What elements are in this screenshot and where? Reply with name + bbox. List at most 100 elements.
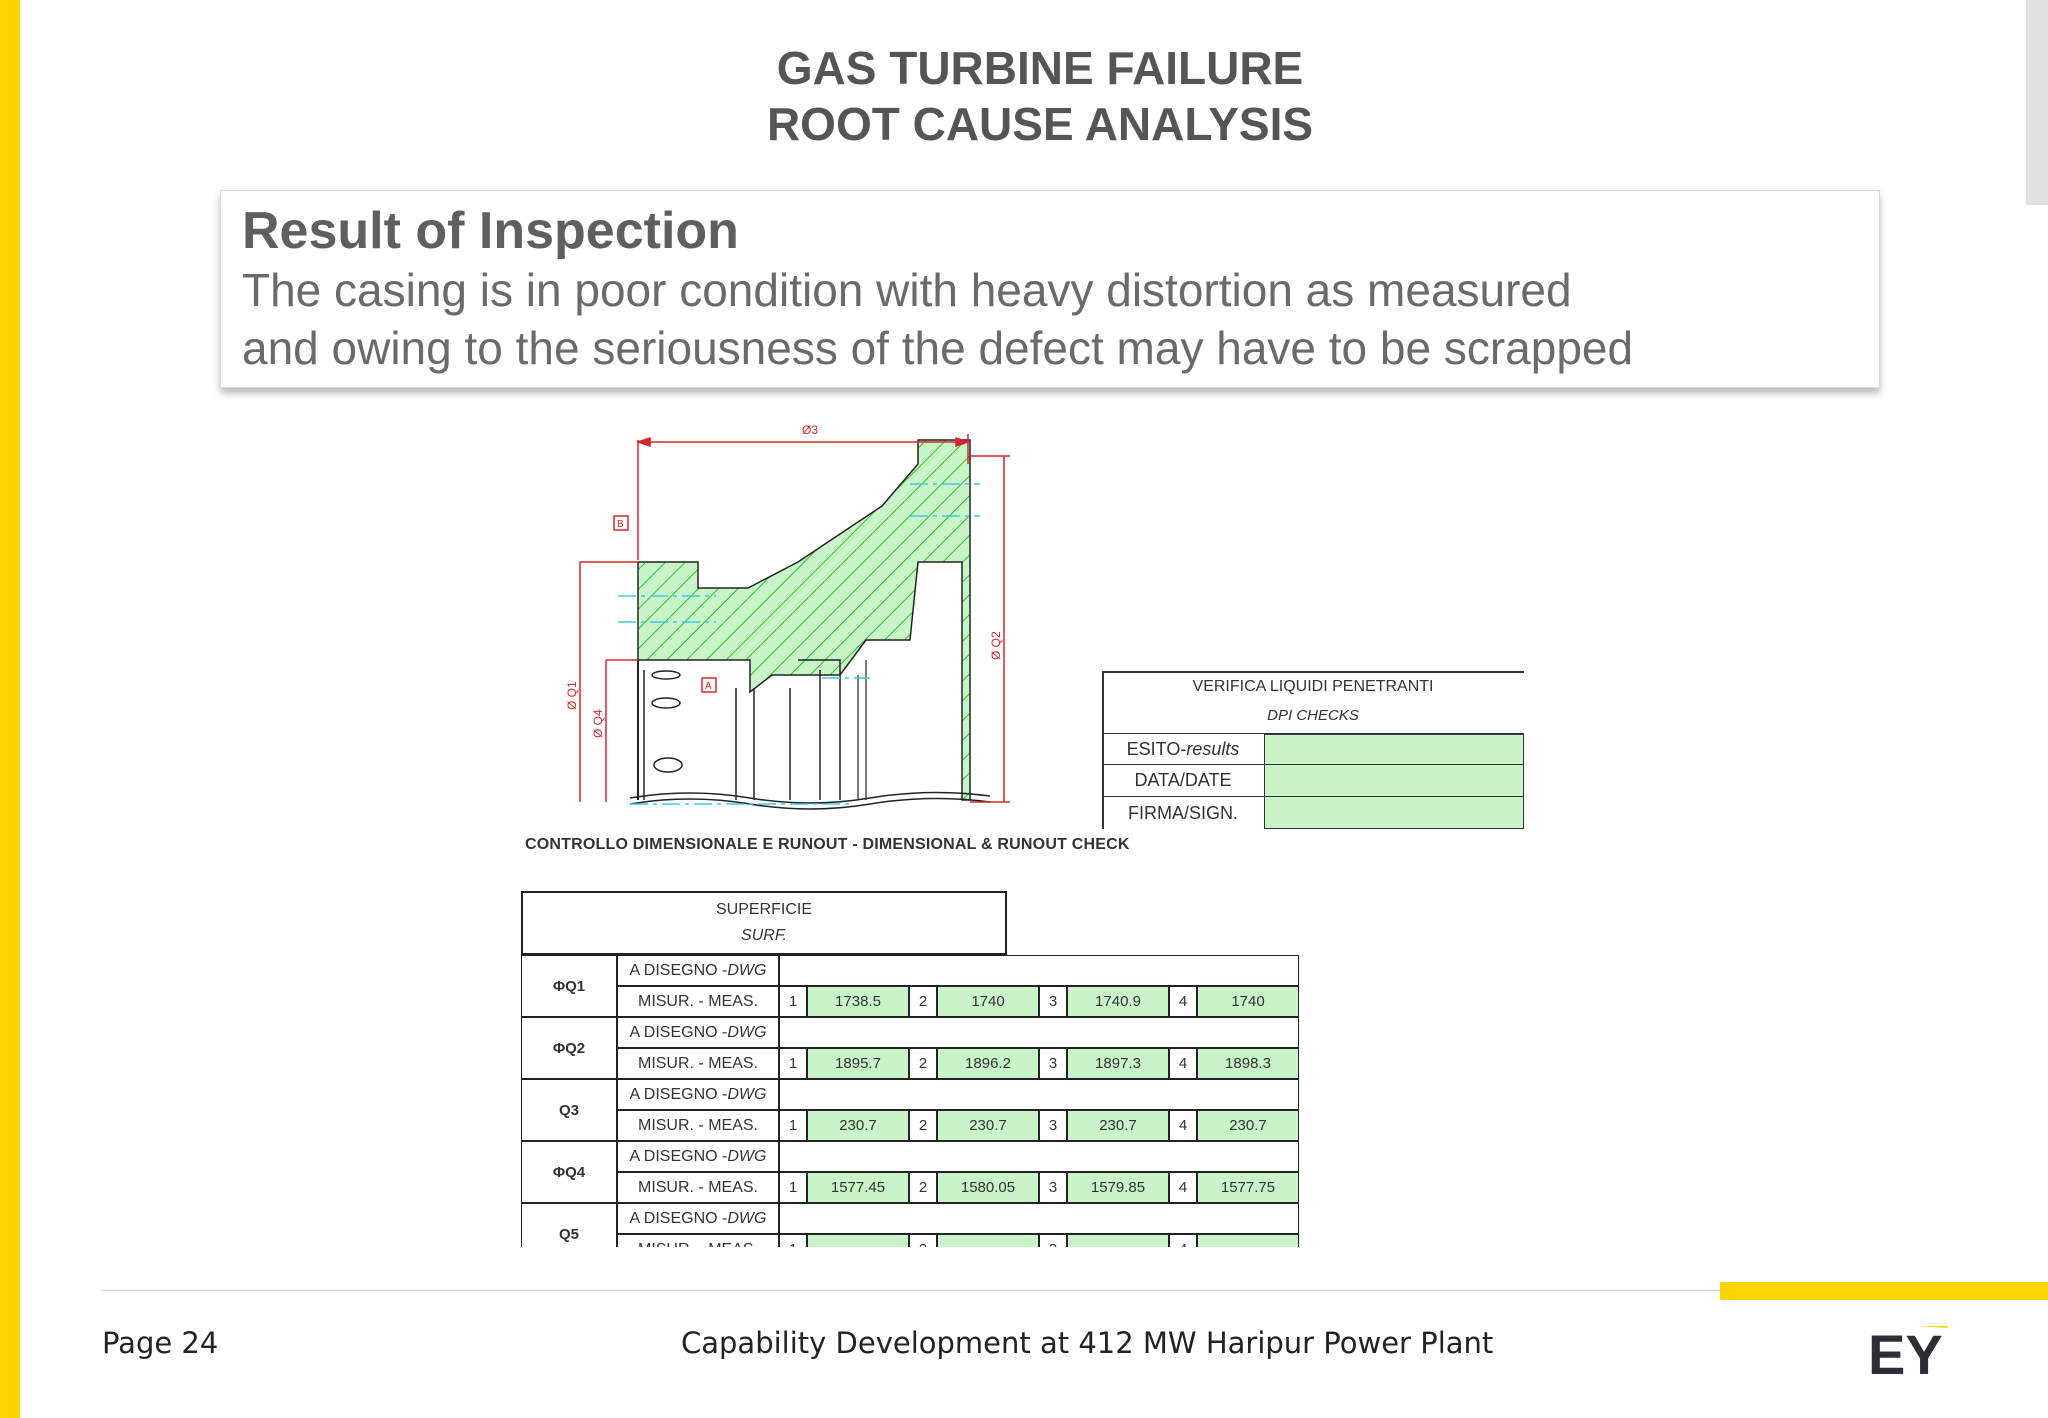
meas-value-2-1: 230.7 bbox=[937, 1110, 1039, 1141]
meas-index-2-0: 1 bbox=[779, 1110, 807, 1141]
dim-label-q4: Ø Q4 bbox=[591, 709, 605, 738]
dim-label-q1: Ø Q1 bbox=[565, 681, 579, 710]
hatched-section bbox=[637, 439, 971, 801]
meas-value-3-1: 1580.05 bbox=[937, 1172, 1039, 1203]
meas-value-1-2: 1897.3 bbox=[1067, 1048, 1169, 1079]
dpi-subtitle: DPI CHECKS bbox=[1267, 706, 1359, 724]
dwg-label-text: A DISEGNO - bbox=[629, 1209, 728, 1227]
dwg-label-italic: DWG bbox=[727, 1147, 767, 1165]
casing-section-drawing: Ø3 Ø Q1 Ø Q4 Ø Q2 B A bbox=[565, 423, 1010, 810]
dwg-label-text: A DISEGNO - bbox=[629, 1147, 728, 1165]
inspection-heading: Result of Inspection bbox=[242, 202, 739, 260]
row-label-2: Q3 bbox=[521, 1079, 617, 1141]
meas-index-0-0: 1 bbox=[779, 986, 807, 1017]
meas-index-0-3: 4 bbox=[1169, 986, 1197, 1017]
dwg-label-0: A DISEGNO - DWG bbox=[617, 955, 779, 986]
meas-index-3-3: 4 bbox=[1169, 1172, 1197, 1203]
scrollbar-thumb[interactable] bbox=[2026, 0, 2048, 205]
dwg-value-3 bbox=[779, 1141, 1299, 1172]
dwg-label-1: A DISEGNO - DWG bbox=[617, 1017, 779, 1048]
row-label-3: ΦQ4 bbox=[521, 1141, 617, 1203]
inspection-card: Result of Inspection The casing is in po… bbox=[220, 190, 1880, 388]
dwg-value-4 bbox=[779, 1203, 1299, 1234]
row-label-0: ΦQ1 bbox=[521, 955, 617, 1017]
dwg-label-italic: DWG bbox=[727, 1085, 767, 1103]
dim-label-q2: Ø Q2 bbox=[989, 631, 1003, 660]
meas-index-4-2: 3 bbox=[1039, 1234, 1067, 1247]
meas-index-2-1: 2 bbox=[909, 1110, 937, 1141]
datum-b: B bbox=[617, 519, 624, 530]
meas-value-3-0: 1577.45 bbox=[807, 1172, 909, 1203]
datum-a: A bbox=[705, 681, 712, 692]
meas-index-0-2: 3 bbox=[1039, 986, 1067, 1017]
title-line-1: GAS TURBINE FAILURE bbox=[776, 42, 1304, 94]
meas-index-0-1: 2 bbox=[909, 986, 937, 1017]
inspection-text-line-1: The casing is in poor condition with hea… bbox=[242, 264, 1572, 316]
dwg-label-text: A DISEGNO - bbox=[629, 1085, 728, 1103]
svg-text:EY: EY bbox=[1868, 1326, 1943, 1378]
meas-index-3-0: 1 bbox=[779, 1172, 807, 1203]
dpi-sign-field bbox=[1264, 797, 1524, 829]
dwg-value-0 bbox=[779, 955, 1299, 986]
meas-value-3-3: 1577.75 bbox=[1197, 1172, 1299, 1203]
surface-header-cell: SUPERFICIE SURF. bbox=[521, 891, 1007, 955]
meas-value-3-2: 1579.85 bbox=[1067, 1172, 1169, 1203]
dpi-result-field bbox=[1264, 734, 1524, 765]
inspection-text-line-2: and owing to the seriousness of the defe… bbox=[242, 322, 1634, 374]
meas-value-1-1: 1896.2 bbox=[937, 1048, 1039, 1079]
meas-index-4-0: 1 bbox=[779, 1234, 807, 1247]
meas-value-0-0: 1738.5 bbox=[807, 986, 909, 1017]
meas-index-4-1: 2 bbox=[909, 1234, 937, 1247]
dpi-row-data: DATA/DATE bbox=[1102, 765, 1264, 797]
dim-label-top: Ø3 bbox=[802, 423, 818, 437]
slide-title: GAS TURBINE FAILURE ROOT CAUSE ANALYSIS bbox=[560, 40, 1520, 152]
dwg-label-italic: DWG bbox=[727, 1023, 767, 1041]
surface-sub: SURF. bbox=[741, 927, 787, 944]
meas-label-4: MISUR. - MEAS. bbox=[617, 1234, 779, 1247]
page-number: Page 24 bbox=[102, 1326, 219, 1360]
meas-label-2: MISUR. - MEAS. bbox=[617, 1110, 779, 1141]
dwg-label-text: A DISEGNO - bbox=[629, 961, 728, 979]
meas-value-1-3: 1898.3 bbox=[1197, 1048, 1299, 1079]
dpi-row-esito: ESITO-results bbox=[1102, 734, 1264, 765]
meas-value-0-2: 1740.9 bbox=[1067, 986, 1169, 1017]
inspection-text: The casing is in poor condition with hea… bbox=[242, 261, 1633, 377]
meas-value-4-1 bbox=[937, 1234, 1039, 1247]
dwg-label-italic: DWG bbox=[727, 1209, 767, 1227]
dimensional-check-caption: CONTROLLO DIMENSIONALE E RUNOUT - DIMENS… bbox=[525, 836, 1130, 853]
meas-value-4-0 bbox=[807, 1234, 909, 1247]
dpi-row-esito-sub: results bbox=[1186, 738, 1240, 759]
dwg-label-text: A DISEGNO - bbox=[629, 1023, 728, 1041]
surface-header: SUPERFICIE bbox=[715, 901, 812, 918]
meas-label-0: MISUR. - MEAS. bbox=[617, 986, 779, 1017]
meas-index-3-2: 3 bbox=[1039, 1172, 1067, 1203]
meas-index-2-2: 3 bbox=[1039, 1110, 1067, 1141]
row-label-4: Q5 bbox=[521, 1203, 617, 1247]
dwg-value-1 bbox=[779, 1017, 1299, 1048]
meas-label-3: MISUR. - MEAS. bbox=[617, 1172, 779, 1203]
meas-value-1-0: 1895.7 bbox=[807, 1048, 909, 1079]
dpi-checks-table: VERIFICA LIQUIDI PENETRANTI DPI CHECKS E… bbox=[1102, 671, 1524, 829]
footer-divider bbox=[102, 1290, 1720, 1291]
meas-index-1-2: 3 bbox=[1039, 1048, 1067, 1079]
meas-index-1-3: 4 bbox=[1169, 1048, 1197, 1079]
title-line-2: ROOT CAUSE ANALYSIS bbox=[766, 98, 1314, 150]
meas-value-2-3: 230.7 bbox=[1197, 1110, 1299, 1141]
dpi-title: VERIFICA LIQUIDI PENETRANTI bbox=[1192, 678, 1434, 695]
meas-value-0-1: 1740 bbox=[937, 986, 1039, 1017]
meas-value-2-2: 230.7 bbox=[1067, 1110, 1169, 1141]
footer-accent-bar bbox=[1720, 1282, 2048, 1300]
dwg-label-2: A DISEGNO - DWG bbox=[617, 1079, 779, 1110]
meas-index-1-1: 2 bbox=[909, 1048, 937, 1079]
meas-index-1-0: 1 bbox=[779, 1048, 807, 1079]
dpi-row-esito-main: ESITO- bbox=[1126, 738, 1187, 759]
meas-value-2-0: 230.7 bbox=[807, 1110, 909, 1141]
ey-logo: EY bbox=[1868, 1326, 1948, 1378]
dpi-row-firma: FIRMA/SIGN. bbox=[1127, 802, 1238, 823]
dpi-date-field bbox=[1264, 765, 1524, 797]
meas-index-4-3: 4 bbox=[1169, 1234, 1197, 1247]
meas-index-3-1: 2 bbox=[909, 1172, 937, 1203]
meas-value-0-3: 1740 bbox=[1197, 986, 1299, 1017]
meas-value-4-2 bbox=[1067, 1234, 1169, 1247]
